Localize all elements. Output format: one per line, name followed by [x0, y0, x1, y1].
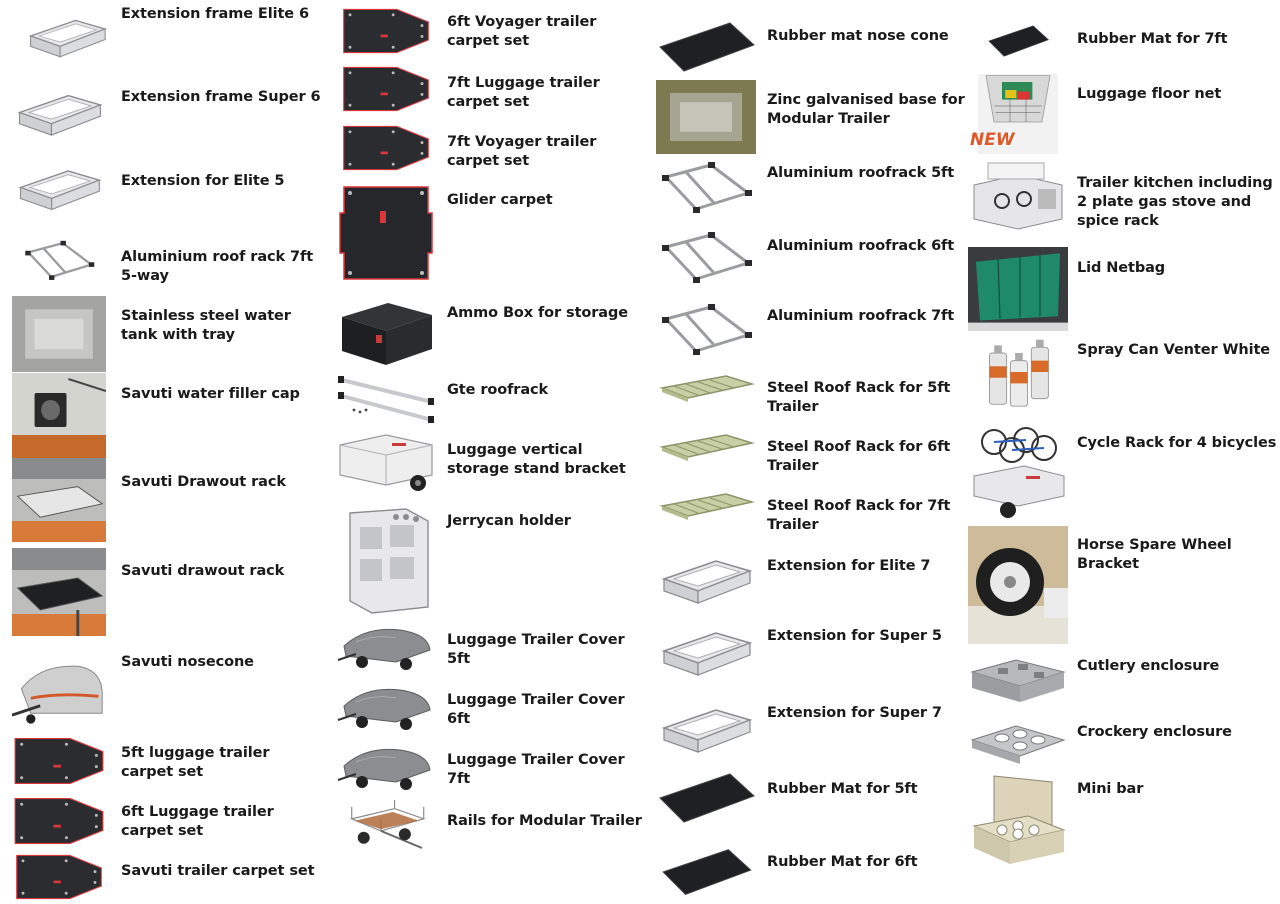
product-name[interactable]: 7ft Voyager trailer carpet set — [447, 134, 597, 169]
enclosure-icon[interactable] — [968, 714, 1068, 770]
product-name[interactable]: Extension for Elite 5 — [121, 173, 285, 189]
product-name[interactable]: Lid Netbag — [1077, 260, 1166, 276]
floor-net-icon[interactable]: NEW — [968, 74, 1068, 154]
steel-rack-icon[interactable] — [656, 426, 756, 468]
product-name[interactable]: Aluminium roofrack 7ft — [767, 308, 955, 324]
spare-wheel-icon[interactable] — [968, 526, 1068, 644]
product-name[interactable]: Luggage floor net — [1077, 86, 1222, 102]
product-name[interactable]: Extension frame Elite 6 — [121, 6, 309, 22]
steel-rack-icon[interactable] — [656, 367, 756, 409]
product-name[interactable]: Trailer kitchen including 2 plate gas st… — [1077, 175, 1273, 229]
ammo-box-icon[interactable] — [336, 293, 436, 369]
product-name[interactable]: Extension for Elite 7 — [767, 558, 931, 574]
product-name[interactable]: Spray Can Venter White — [1077, 342, 1271, 358]
product-name[interactable]: Aluminium roofrack 6ft — [767, 238, 955, 254]
new-badge: NEW — [970, 130, 1015, 150]
netbag-icon[interactable] — [968, 247, 1068, 331]
product-name[interactable]: Extension for Super 7 — [767, 705, 942, 721]
jerrycan-holder-icon[interactable] — [336, 505, 436, 615]
product-name[interactable]: Crockery enclosure — [1077, 724, 1232, 740]
kitchen-icon[interactable] — [968, 161, 1068, 235]
product-name[interactable]: Rubber mat nose cone — [767, 28, 949, 44]
product-name[interactable]: Steel Roof Rack for 5ft Trailer — [767, 380, 951, 415]
rubber-mat-icon[interactable] — [656, 14, 756, 80]
extension-frame-icon[interactable] — [656, 693, 756, 763]
extension-frame-icon[interactable] — [12, 84, 106, 141]
water-tank-icon[interactable] — [12, 296, 106, 372]
product-name[interactable]: 6ft Voyager trailer carpet set — [447, 14, 597, 49]
modular-trailer-icon[interactable] — [336, 800, 436, 860]
trailer-icon[interactable] — [336, 431, 436, 497]
product-name[interactable]: Luggage vertical storage stand bracket — [447, 442, 626, 477]
extension-frame-icon[interactable] — [656, 546, 756, 612]
product-name[interactable]: 7ft Luggage trailer carpet set — [447, 75, 600, 110]
product-name[interactable]: Cutlery enclosure — [1077, 658, 1220, 674]
product-name[interactable]: Rubber Mat for 7ft — [1077, 31, 1228, 47]
rails-icon[interactable] — [336, 370, 436, 428]
filler-cap-icon[interactable] — [12, 373, 106, 459]
trailer-cover-icon[interactable] — [336, 680, 436, 734]
rubber-mat-icon[interactable] — [656, 844, 756, 900]
product-name[interactable]: Savuti drawout rack — [121, 563, 285, 579]
product-name[interactable]: Luggage Trailer Cover 6ft — [447, 692, 625, 727]
product-name[interactable]: Savuti trailer carpet set — [121, 863, 315, 879]
product-name[interactable]: Steel Roof Rack for 7ft Trailer — [767, 498, 951, 533]
extension-frame-icon[interactable] — [20, 10, 114, 62]
product-name[interactable]: Luggage Trailer Cover 7ft — [447, 752, 625, 787]
product-name[interactable]: Rubber Mat for 6ft — [767, 854, 918, 870]
product-name[interactable]: Stainless steel water tank with tray — [121, 308, 291, 343]
product-name[interactable]: Extension for Super 5 — [767, 628, 942, 644]
product-name[interactable]: Steel Roof Rack for 6ft Trailer — [767, 439, 951, 474]
drawout-rack-icon[interactable] — [12, 458, 106, 542]
extension-frame-icon[interactable] — [12, 160, 106, 215]
product-name[interactable]: Horse Spare Wheel Bracket — [1077, 537, 1232, 572]
product-name[interactable]: 5ft luggage trailer carpet set — [121, 745, 270, 780]
product-name[interactable]: Glider carpet — [447, 192, 553, 208]
cycle-rack-icon[interactable] — [968, 420, 1068, 520]
product-name[interactable]: Rubber Mat for 5ft — [767, 781, 918, 797]
rubber-mat-icon[interactable] — [968, 22, 1068, 60]
carpet-set-icon[interactable] — [336, 121, 436, 175]
roof-rack-icon[interactable] — [656, 153, 756, 221]
trailer-cover-icon[interactable] — [336, 620, 436, 674]
spray-can-icon[interactable] — [968, 334, 1068, 410]
product-name[interactable]: Mini bar — [1077, 781, 1144, 797]
product-name[interactable]: Extension frame Super 6 — [121, 89, 321, 105]
product-name[interactable]: Savuti nosecone — [121, 654, 254, 670]
carpet-set-icon[interactable] — [12, 793, 106, 849]
trailer-cover-icon[interactable] — [336, 740, 436, 794]
product-name[interactable]: Zinc galvanised base for Modular Trailer — [767, 92, 965, 127]
roof-rack-icon[interactable] — [656, 295, 756, 363]
roof-rack-icon[interactable] — [12, 237, 106, 283]
extension-frame-icon[interactable] — [656, 617, 756, 685]
product-name[interactable]: Savuti Drawout rack — [121, 474, 286, 490]
carpet-set-icon[interactable] — [336, 62, 436, 116]
carpet-set-icon[interactable] — [12, 733, 106, 789]
glider-carpet-icon[interactable] — [336, 180, 436, 286]
roof-rack-icon[interactable] — [656, 224, 756, 290]
carpet-set-icon[interactable] — [336, 4, 436, 58]
product-name[interactable]: Cycle Rack for 4 bicycles — [1077, 435, 1277, 451]
carpet-set-icon[interactable] — [12, 850, 106, 904]
modular-trailer-icon[interactable] — [656, 80, 756, 154]
rubber-mat-icon[interactable] — [656, 768, 756, 828]
product-name[interactable]: Jerrycan holder — [447, 513, 571, 529]
product-name[interactable]: 6ft Luggage trailer carpet set — [121, 804, 274, 839]
product-name[interactable]: Savuti water filler cap — [121, 386, 300, 402]
enclosure-icon[interactable] — [968, 650, 1068, 706]
drawout-rack-icon[interactable] — [12, 548, 106, 636]
nosecone-icon[interactable] — [12, 643, 106, 729]
product-name[interactable]: Aluminium roof rack 7ft 5-way — [121, 249, 314, 284]
product-name[interactable]: Ammo Box for storage — [447, 305, 629, 321]
product-name[interactable]: Luggage Trailer Cover 5ft — [447, 632, 625, 667]
product-name[interactable]: Gte roofrack — [447, 382, 549, 398]
product-name[interactable]: Aluminium roofrack 5ft — [767, 165, 955, 181]
steel-rack-icon[interactable] — [656, 485, 756, 527]
product-name[interactable]: Rails for Modular Trailer — [447, 813, 642, 829]
mini-bar-icon[interactable] — [968, 772, 1068, 872]
